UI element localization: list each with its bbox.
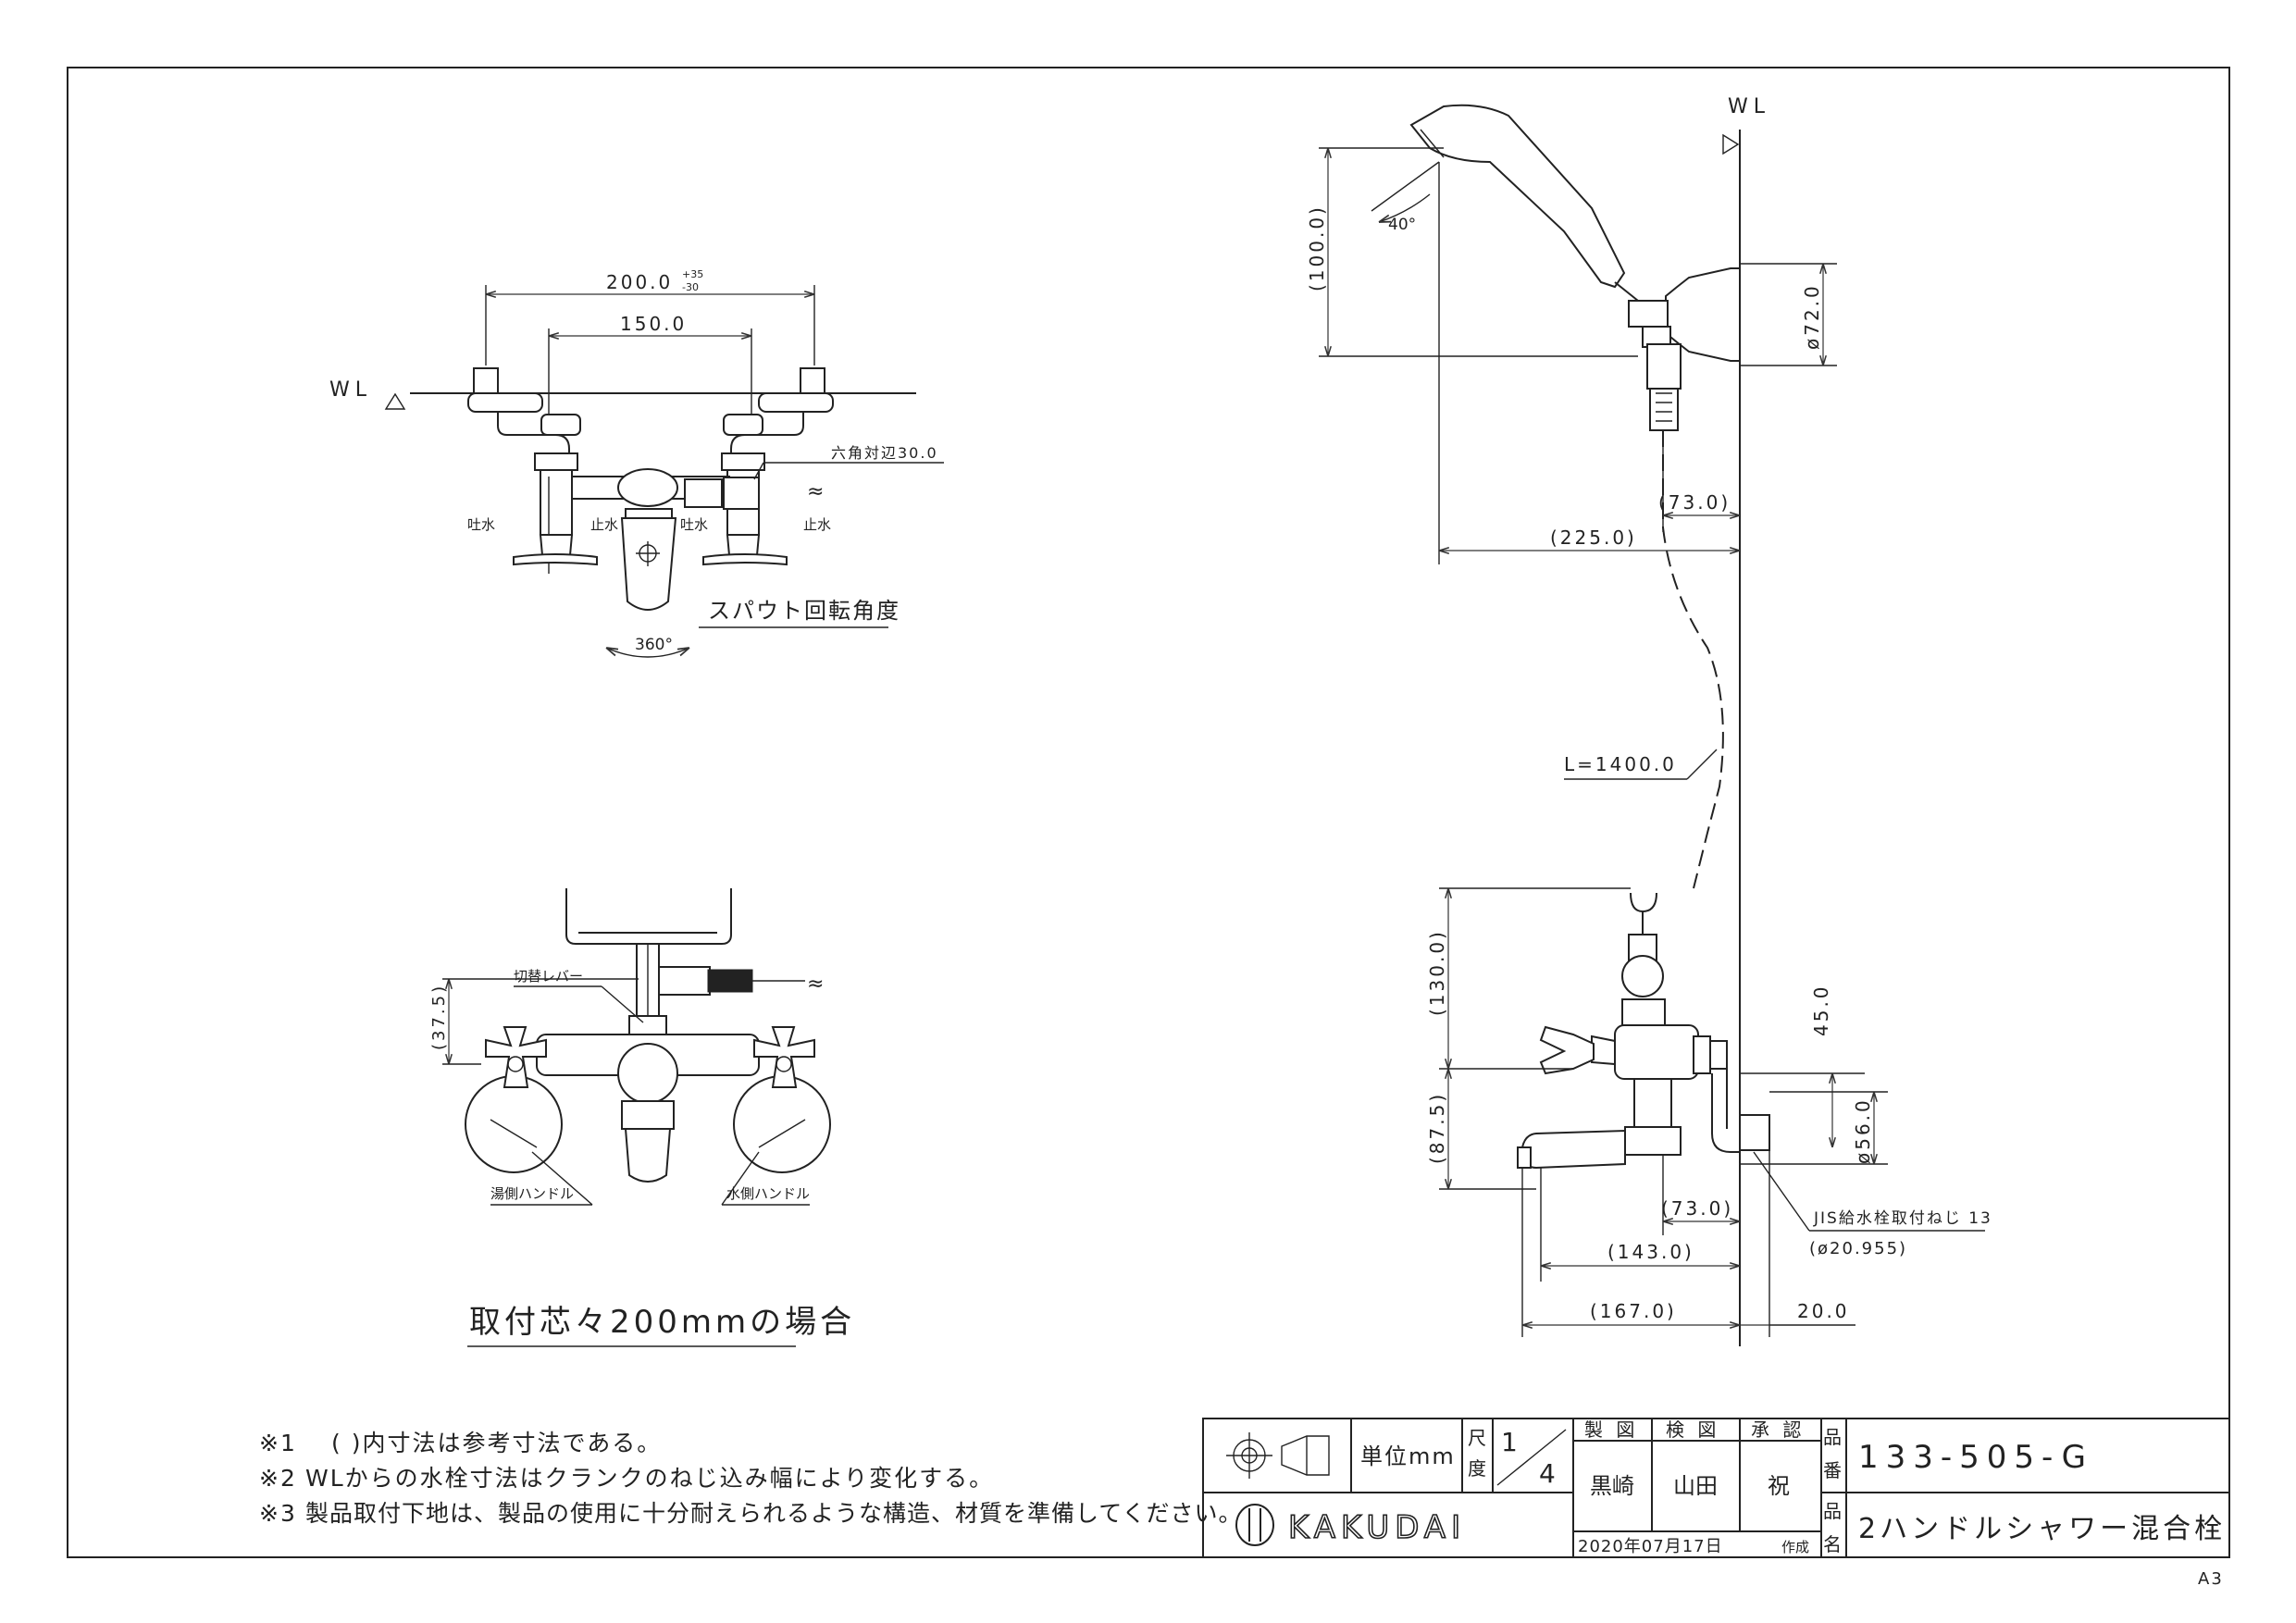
stop-label-left: 止水 bbox=[590, 516, 618, 533]
hose-length: L=1400.0 bbox=[1564, 753, 1677, 775]
dim-143: (143.0) bbox=[1607, 1241, 1694, 1263]
note-1-text: ( )内寸法は参考寸法である。 bbox=[331, 1430, 662, 1456]
scale-label-2: 度 bbox=[1468, 1457, 1486, 1480]
dim-inner: 150.0 bbox=[620, 313, 687, 335]
wl-label-top: WL bbox=[329, 378, 372, 402]
sheet-border bbox=[67, 67, 2230, 1558]
product-name: 2ハンドルシャワー混合栓 bbox=[1858, 1513, 2226, 1545]
rotation-caption: スパウト回転角度 bbox=[708, 598, 900, 624]
scale-den: 4 bbox=[1539, 1458, 1556, 1489]
dim-outer-lower-tol: -30 bbox=[682, 281, 699, 293]
spout-label-left: 吐水 bbox=[467, 516, 495, 533]
hex-nut bbox=[723, 477, 760, 510]
wl-label-side: WL bbox=[1728, 95, 1770, 118]
spout-label-right: 吐水 bbox=[680, 516, 708, 533]
note-2-mark: ※2 bbox=[259, 1465, 297, 1492]
approved-head: 承 認 bbox=[1751, 1419, 1805, 1441]
notes: ※1 ( )内寸法は参考寸法である。 ※2 WLからの水栓寸法はクランクのねじ込… bbox=[259, 1430, 1243, 1527]
dim-outer-upper-tol: +35 bbox=[682, 268, 703, 280]
checked-by: 山田 bbox=[1673, 1473, 1718, 1499]
scale-label-1: 尺 bbox=[1468, 1427, 1486, 1449]
dim-225: (225.0) bbox=[1550, 527, 1637, 549]
wl-side-triangle-icon bbox=[1722, 133, 1740, 155]
stop-label-right: 止水 bbox=[803, 516, 831, 533]
product-label-1: 品 bbox=[1823, 1500, 1842, 1522]
cold-handle-label: 水側ハンドル bbox=[726, 1185, 810, 1202]
scale-num: 1 bbox=[1501, 1427, 1518, 1457]
dim-outer: 200.0 bbox=[606, 271, 673, 293]
unit-label: 単位mm bbox=[1360, 1443, 1456, 1469]
dim-875: (87.5) bbox=[1426, 1092, 1448, 1164]
issue-date: 2020年07月17日 bbox=[1578, 1537, 1723, 1556]
dim-73-top: (73.0) bbox=[1658, 491, 1731, 514]
dim-45: 45.0 bbox=[1810, 984, 1832, 1036]
jis-diameter: (ø20.955) bbox=[1809, 1239, 1907, 1258]
part-number: 133-505-G bbox=[1858, 1439, 2093, 1476]
issue-date-suffix: 作成 bbox=[1781, 1539, 1809, 1555]
angle-40: 40° bbox=[1388, 216, 1416, 234]
approved-by: 祝 bbox=[1768, 1473, 1790, 1499]
dim-167: (167.0) bbox=[1590, 1300, 1677, 1322]
dim-100: (100.0) bbox=[1306, 204, 1328, 291]
part-no-label-1: 品 bbox=[1823, 1426, 1842, 1448]
dim-56: ø56.0 bbox=[1852, 1097, 1874, 1164]
break-mark-top: ≈ bbox=[807, 480, 824, 503]
hot-handle-label: 湯側ハンドル bbox=[490, 1185, 574, 1202]
projection-symbol-icon bbox=[1226, 1432, 1330, 1479]
product-label-2: 名 bbox=[1823, 1533, 1842, 1555]
wl-triangle-icon bbox=[384, 392, 406, 410]
part-no-label-2: 番 bbox=[1823, 1459, 1842, 1481]
dim-20: 20.0 bbox=[1797, 1300, 1850, 1322]
dim-72: ø72.0 bbox=[1801, 283, 1823, 350]
drawn-head: 製 図 bbox=[1584, 1419, 1638, 1441]
jis-note: JIS給水栓取付ねじ 13 bbox=[1813, 1209, 1992, 1228]
sheet-size-label: A3 bbox=[2198, 1569, 2224, 1589]
rotation-angle: 360° bbox=[635, 636, 673, 654]
switch-lever-label: 切替レバー bbox=[514, 968, 583, 985]
note-1-mark: ※1 bbox=[259, 1430, 297, 1456]
note-2-text: WLからの水栓寸法はクランクのねじ込み幅により変化する。 bbox=[305, 1465, 994, 1492]
top-view: 200.0 +35 -30 150.0 WL bbox=[329, 268, 944, 658]
hex-label: 六角対辺30.0 bbox=[831, 444, 938, 462]
dim-73-bottom: (73.0) bbox=[1661, 1197, 1733, 1220]
drawn-by: 黒崎 bbox=[1590, 1473, 1634, 1499]
front-view-caption: 取付芯々200mmの場合 bbox=[469, 1304, 855, 1341]
title-block: 単位mm 尺 度 1 4 製 図 検 図 承 認 黒崎 山田 祝 2020年07… bbox=[1202, 1418, 2230, 1558]
dim-130: (130.0) bbox=[1426, 929, 1448, 1016]
company-name: KAKUDAI bbox=[1288, 1509, 1466, 1546]
dim-375: (37.5) bbox=[429, 984, 449, 1050]
kakudai-logo-icon bbox=[1235, 1504, 1274, 1546]
front-view: ≈ 切替レバー (37.5) 湯側ハンドル 水側ハンドル bbox=[429, 888, 855, 1347]
note-3-mark: ※3 bbox=[259, 1500, 297, 1527]
break-mark-front: ≈ bbox=[807, 973, 824, 996]
side-view: WL 40° (100.0) ø72.0 bbox=[1306, 95, 1992, 1346]
checked-head: 検 図 bbox=[1666, 1419, 1719, 1441]
note-3-text: 製品取付下地は、製品の使用に十分耐えられるような構造、材質を準備してください。 bbox=[305, 1500, 1243, 1527]
